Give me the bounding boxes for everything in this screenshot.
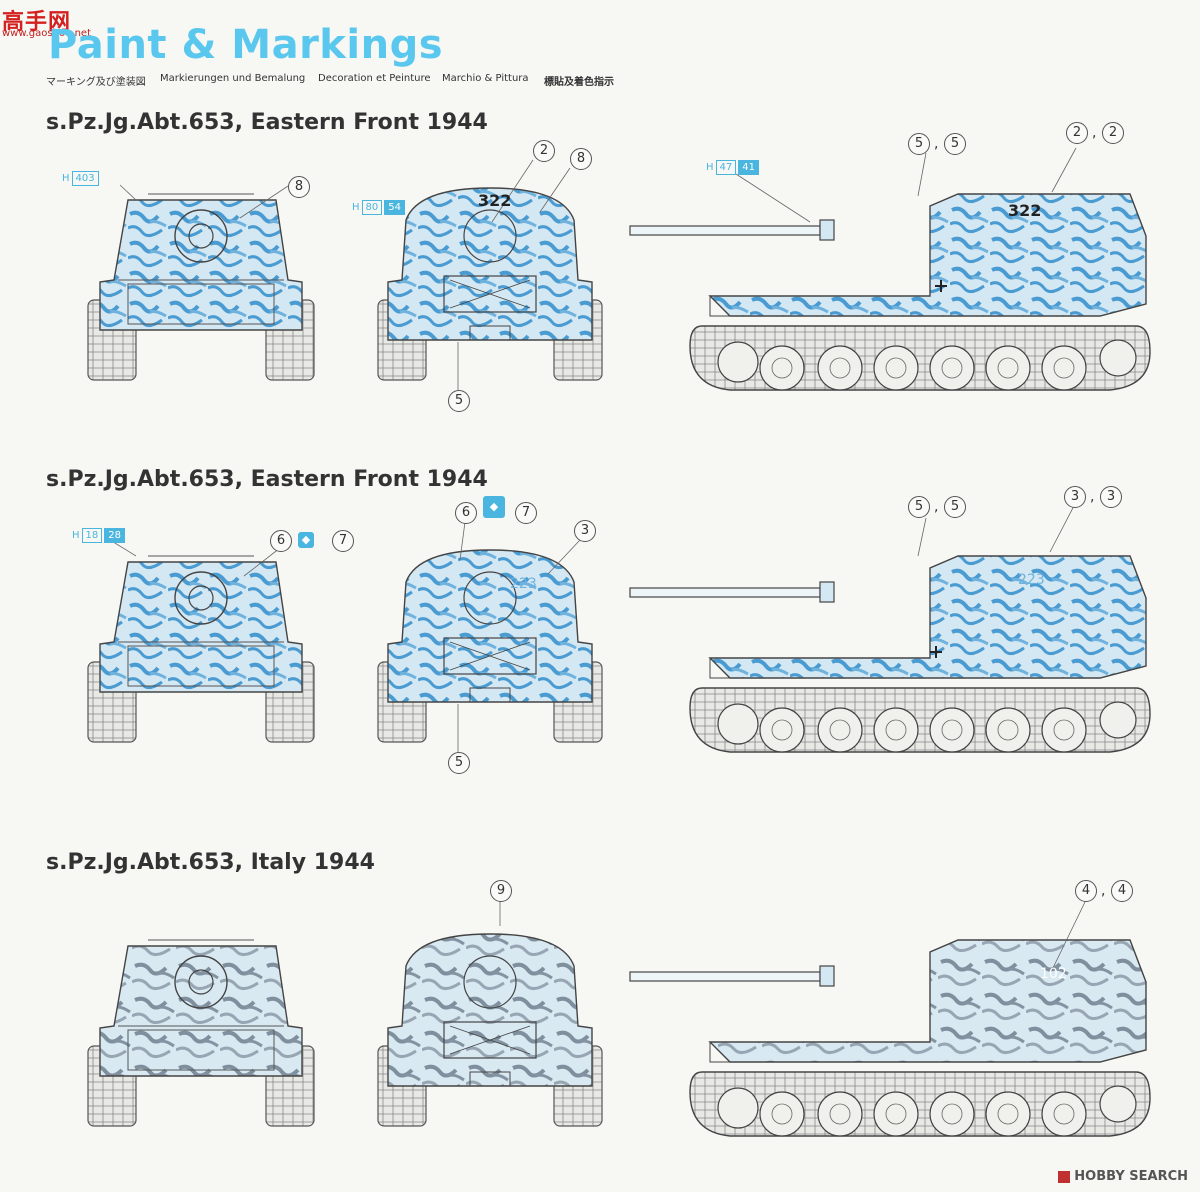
callout-6: 6	[270, 530, 292, 552]
comma: ,	[934, 499, 939, 515]
vehicle-side-view-1	[629, 193, 1151, 391]
callout-5: 5	[448, 390, 470, 412]
section-heading-2: s.Pz.Jg.Abt.653, Eastern Front 1944	[46, 467, 488, 492]
vehicle-front-view-1	[87, 193, 315, 381]
callout-5: 5	[908, 496, 930, 518]
callout-5: 5	[908, 133, 930, 155]
callout-2: 2	[1102, 122, 1124, 144]
side-number-3: 102	[1040, 966, 1067, 982]
section-heading-3: s.Pz.Jg.Abt.653, Italy 1944	[46, 850, 375, 875]
callout-3: 3	[1064, 486, 1086, 508]
callout-2: 2	[1066, 122, 1088, 144]
comma: ,	[1092, 125, 1097, 141]
callout-9: 9	[490, 880, 512, 902]
footer-brand: HOBBY SEARCH	[1058, 1169, 1188, 1184]
vehicle-rear-view-1	[377, 187, 603, 381]
vehicle-rear-view-2	[377, 549, 603, 743]
side-number-2: 223	[1018, 572, 1045, 588]
subtitle-de: Markierungen und Bemalung	[160, 73, 306, 84]
vehicle-side-view-2	[629, 555, 1151, 753]
footer-brand-text: HOBBY SEARCH	[1074, 1169, 1188, 1184]
callout-2: 2	[533, 140, 555, 162]
callout-5: 5	[448, 752, 470, 774]
rear-number-2: 223	[510, 576, 537, 592]
side-number-1: 322	[1008, 201, 1041, 220]
vehicle-rear-view-3	[377, 933, 603, 1127]
section-heading-1: s.Pz.Jg.Abt.653, Eastern Front 1944	[46, 110, 488, 135]
callout-5: 5	[944, 496, 966, 518]
vehicle-front-view-2	[87, 555, 315, 743]
callout-4: 4	[1111, 880, 1133, 902]
callout-leaders	[109, 147, 1086, 971]
hobby-search-logo-icon	[1058, 1170, 1071, 1183]
subtitle-fr: Decoration et Peinture	[318, 73, 431, 84]
callout-7: 7	[332, 530, 354, 552]
vehicle-side-view-3	[629, 939, 1151, 1137]
comma: ,	[1090, 489, 1095, 505]
subtitle-it: Marchio & Pittura	[442, 73, 529, 84]
vehicle-front-view-3	[87, 939, 315, 1127]
callout-5: 5	[944, 133, 966, 155]
callout-8: 8	[570, 148, 592, 170]
watermark-url: www.gaoshou.net	[2, 28, 91, 39]
callout-6: 6	[455, 502, 477, 524]
unit-insignia-icon: ◆	[483, 496, 505, 518]
rear-number-1: 322	[478, 191, 511, 210]
subtitle-jp: マーキング及び塗装図	[46, 77, 146, 88]
watermark-logo: 高手网	[2, 10, 72, 35]
subtitle-cn: 標貼及着色指示	[544, 77, 614, 88]
callout-4: 4	[1075, 880, 1097, 902]
callout-8: 8	[288, 176, 310, 198]
callout-7: 7	[515, 502, 537, 524]
page-title: Paint & Markings	[48, 22, 444, 68]
comma: ,	[934, 136, 939, 152]
unit-insignia-icon: ◆	[298, 532, 314, 548]
callout-3: 3	[574, 520, 596, 542]
callout-3: 3	[1100, 486, 1122, 508]
comma: ,	[1101, 883, 1106, 899]
